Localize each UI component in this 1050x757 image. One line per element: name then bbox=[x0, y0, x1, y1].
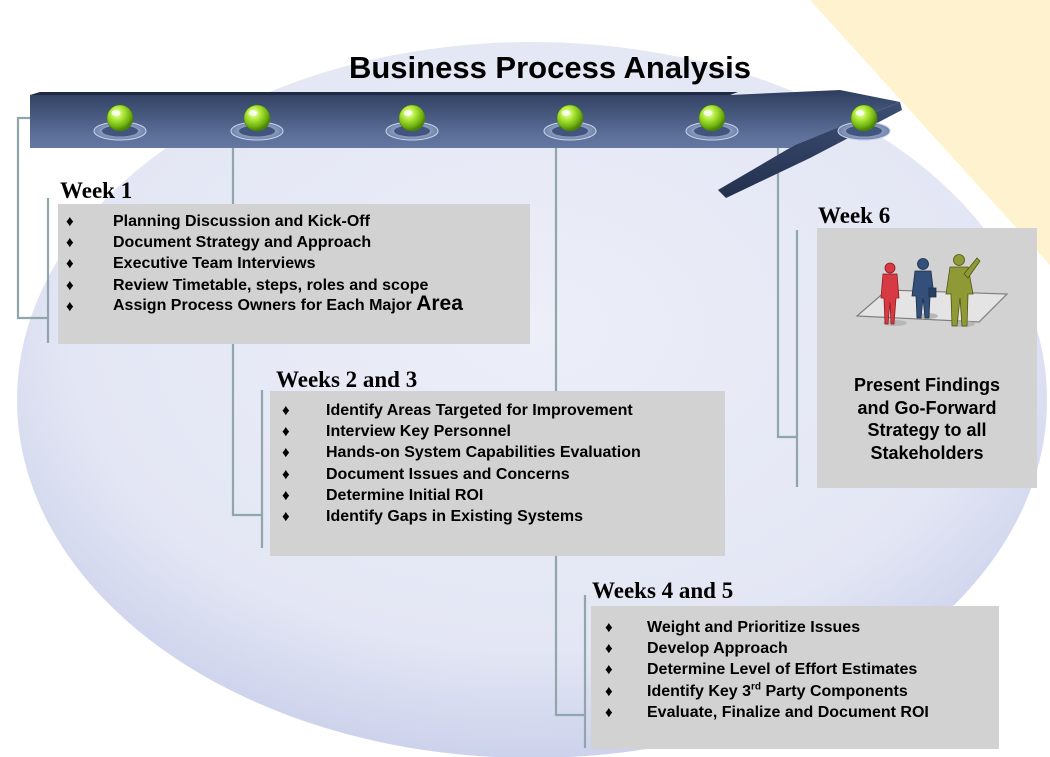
weeks23-item: ♦Interview Key Personnel bbox=[270, 421, 725, 442]
emphasis-text: Area bbox=[416, 291, 463, 315]
weeks45-item: ♦Weight and Prioritize Issues bbox=[591, 617, 999, 638]
green-bead-icon bbox=[837, 104, 891, 141]
weeks23-item: ♦Identify Gaps in Existing Systems bbox=[270, 506, 725, 527]
bullet-icon: ♦ bbox=[282, 402, 290, 419]
page-title: Business Process Analysis bbox=[348, 50, 752, 85]
week1-item: ♦Review Timetable, steps, roles and scop… bbox=[58, 275, 530, 296]
superscript-text: rd bbox=[751, 681, 762, 693]
bullet-icon: ♦ bbox=[605, 640, 613, 658]
bullet-icon: ♦ bbox=[66, 213, 74, 230]
weeks45-item: ♦Develop Approach bbox=[591, 638, 999, 659]
weeks45-label: Weeks 4 and 5 bbox=[592, 578, 734, 603]
week1-item: ♦Assign Process Owners for Each Major Ar… bbox=[58, 293, 530, 317]
week1-item: ♦Document Strategy and Approach bbox=[58, 232, 530, 253]
bullet-icon: ♦ bbox=[66, 234, 74, 252]
bullet-icon: ♦ bbox=[605, 619, 613, 636]
weeks45-item: ♦Determine Level of Effort Estimates bbox=[591, 659, 999, 680]
bullet-icon: ♦ bbox=[66, 276, 74, 294]
green-bead-icon bbox=[385, 104, 439, 141]
week1-box: ♦Planning Discussion and Kick-Off ♦Docum… bbox=[58, 204, 530, 344]
weeks23-item: ♦Hands-on System Capabilities Evaluation bbox=[270, 442, 725, 463]
bullet-icon: ♦ bbox=[282, 423, 290, 441]
bullet-icon: ♦ bbox=[282, 507, 290, 525]
weeks23-item: ♦Determine Initial ROI bbox=[270, 485, 725, 506]
week1-label: Week 1 bbox=[60, 178, 133, 203]
green-bead-icon bbox=[93, 104, 147, 141]
bullet-icon: ♦ bbox=[282, 465, 290, 483]
green-bead-icon bbox=[685, 104, 739, 141]
corner-accent bbox=[810, 0, 1050, 265]
week1-item: ♦Planning Discussion and Kick-Off bbox=[58, 211, 530, 232]
stakeholders-figures-icon bbox=[855, 254, 1009, 327]
week6-text: Present Findings and Go-Forward Strategy… bbox=[853, 375, 1001, 463]
bullet-icon: ♦ bbox=[605, 682, 613, 700]
green-bead-icon bbox=[230, 104, 284, 141]
week6-label: Week 6 bbox=[818, 203, 891, 228]
weeks45-item: ♦Identify Key 3rd Party Components bbox=[591, 681, 999, 702]
bullet-icon: ♦ bbox=[282, 486, 290, 504]
green-bead-icon bbox=[543, 104, 597, 141]
weeks23-item: ♦Identify Areas Targeted for Improvement bbox=[270, 400, 725, 421]
week1-item: ♦Executive Team Interviews bbox=[58, 253, 530, 274]
weeks23-item: ♦Document Issues and Concerns bbox=[270, 464, 725, 485]
bullet-icon: ♦ bbox=[66, 255, 74, 273]
weeks45-box: ♦Weight and Prioritize Issues ♦Develop A… bbox=[591, 606, 999, 749]
weeks45-item: ♦Evaluate, Finalize and Document ROI bbox=[591, 702, 999, 723]
timeline-markers bbox=[93, 104, 891, 141]
bullet-icon: ♦ bbox=[282, 444, 290, 462]
weeks23-box: ♦Identify Areas Targeted for Improvement… bbox=[270, 391, 725, 556]
week6-box: Present Findings and Go-Forward Strategy… bbox=[817, 228, 1037, 488]
bullet-icon: ♦ bbox=[66, 297, 74, 315]
weeks23-label: Weeks 2 and 3 bbox=[276, 367, 418, 392]
bullet-icon: ♦ bbox=[605, 703, 613, 721]
bullet-icon: ♦ bbox=[605, 661, 613, 679]
